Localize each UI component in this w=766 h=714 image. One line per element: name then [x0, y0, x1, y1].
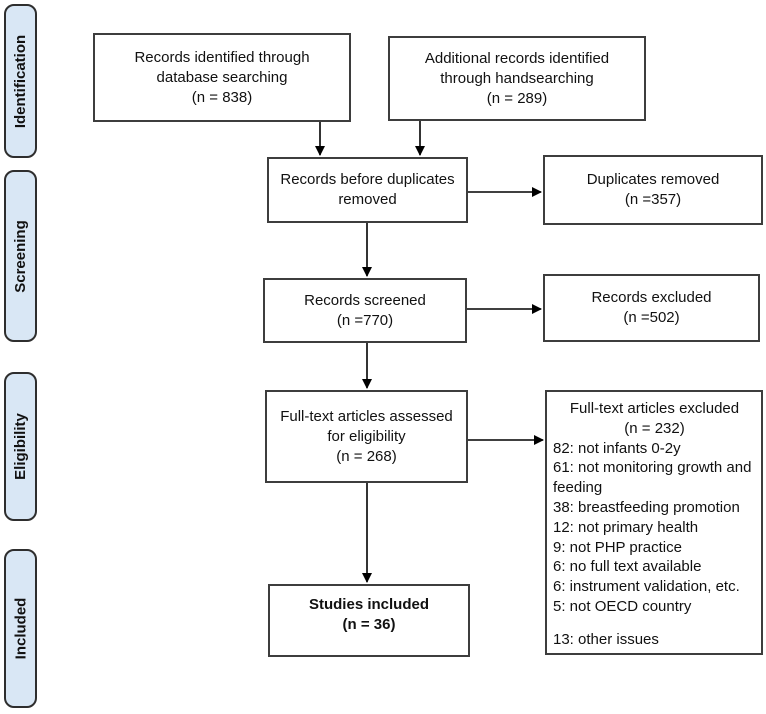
exclusion-reason: 6: no full text available: [553, 558, 702, 576]
exclusion-reason: 61: not monitoring growth and feeding: [553, 459, 752, 497]
box-text-line: through handsearching: [440, 69, 594, 87]
exclusion-reason-other: 13: other issues: [553, 630, 659, 648]
exclusion-reason: 82: not infants 0-2y: [553, 439, 681, 457]
box-text-line: Full-text articles excluded: [569, 400, 740, 417]
box-records-screened: Records screened (n =770): [263, 278, 467, 343]
box-records-before-duplicates: Records before duplicates removed: [267, 157, 468, 223]
box-text-line: Records before duplicates: [280, 171, 455, 188]
stage-label-text: Screening: [12, 219, 29, 293]
stage-label-identification: Identification: [4, 4, 37, 158]
box-duplicates-removed: Duplicates removed (n =357): [543, 155, 763, 225]
stage-label-text: Identification: [12, 34, 29, 128]
exclusion-reason: 6: instrument validation, etc.: [553, 578, 740, 596]
box-count: (n = 838): [191, 88, 253, 106]
box-count: (n = 36): [342, 615, 396, 633]
box-studies-included: Studies included (n = 36): [268, 584, 470, 657]
box-count: (n =770): [336, 311, 394, 329]
box-text-line: removed: [338, 191, 397, 208]
box-text-line: Studies included: [308, 595, 429, 613]
stage-label-text: Included: [12, 597, 30, 660]
box-count: (n =502): [623, 309, 680, 326]
box-fulltext-excluded: Full-text articles excluded (n = 232) 82…: [545, 390, 763, 655]
box-text-line: Duplicates removed: [586, 171, 720, 188]
stage-label-included: Included: [4, 549, 37, 708]
box-text-line: Additional records identified: [424, 49, 610, 67]
exclusion-reason: 38: breastfeeding promotion: [553, 498, 740, 516]
box-count: (n = 289): [486, 89, 548, 107]
box-text-line: database searching: [156, 68, 288, 86]
stage-label-eligibility: Eligibility: [4, 372, 37, 521]
box-text-line: Records identified through: [134, 48, 310, 66]
box-additional-records: Additional records identified through ha…: [388, 36, 646, 121]
stage-label-screening: Screening: [4, 170, 37, 342]
box-count: (n = 232): [624, 419, 685, 437]
box-text-line: Records excluded: [591, 289, 712, 306]
box-text-line: Records screened: [304, 291, 426, 309]
exclusion-reason: 5: not OECD country: [553, 597, 692, 615]
box-records-excluded: Records excluded (n =502): [543, 274, 760, 342]
box-fulltext-assessed: Full-text articles assessed for eligibil…: [265, 390, 468, 483]
stage-label-text: Eligibility: [12, 413, 29, 480]
box-records-identified: Records identified through database sear…: [93, 33, 351, 122]
exclusion-reason: 9: not PHP practice: [553, 538, 682, 556]
box-text-line: for eligibility: [327, 427, 406, 445]
box-text-line: Full-text articles assessed: [280, 407, 453, 425]
exclusion-reason: 12: not primary health: [553, 518, 699, 536]
box-count: (n =357): [624, 191, 682, 208]
box-count: (n = 268): [336, 447, 397, 465]
